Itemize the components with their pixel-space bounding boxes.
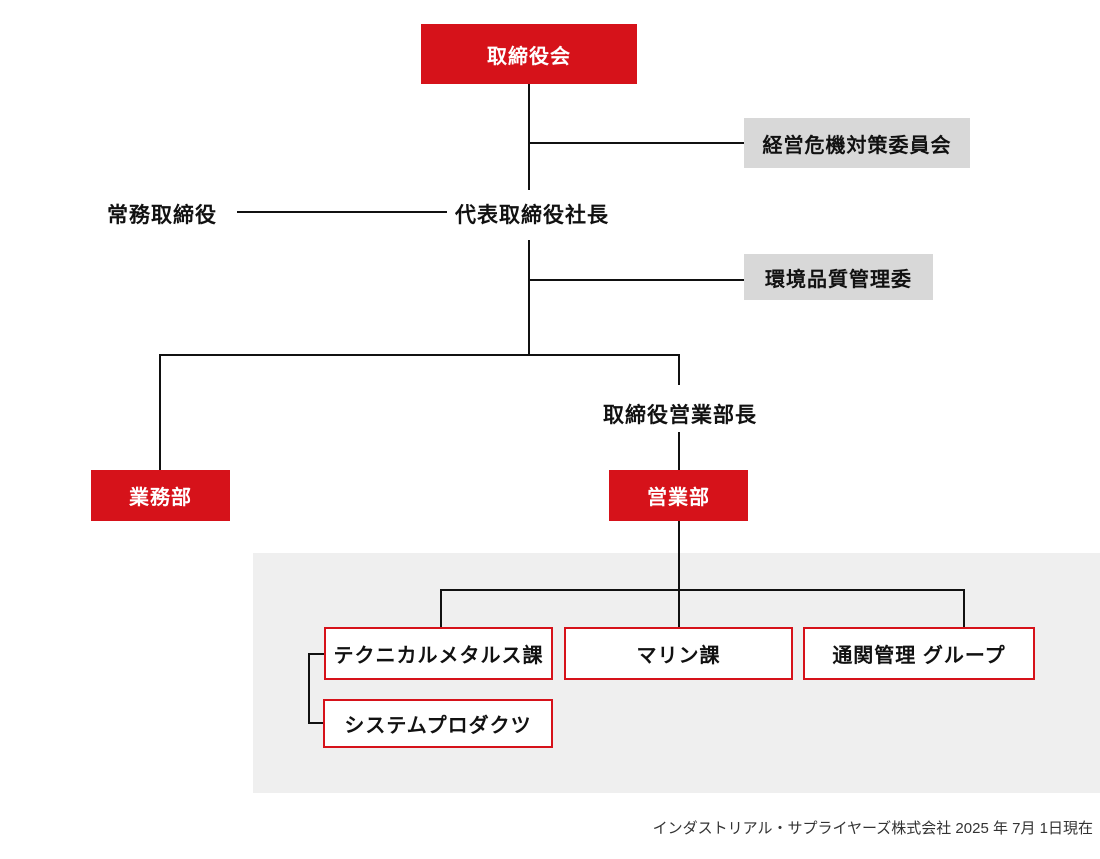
node-marine-section: マリン課 [564,627,793,680]
connector-branch-env-quality [528,279,744,281]
node-customs-group: 通関管理 グループ [803,627,1035,680]
connector-president-trunk [528,240,530,354]
node-sales-dept: 営業部 [609,470,748,521]
connector-managing-director-to-president [237,211,447,213]
connector-system-products-stub-bottom [308,722,323,724]
connector-system-products-stub-top [308,653,324,655]
connector-to-sales-director [678,354,680,385]
connector-departments-horizontal [159,354,679,356]
node-marine-label: マリン課 [636,645,721,667]
node-env-quality-label: 環境品質管理委 [765,268,912,291]
footer-caption: インダストリアル・サプライヤーズ株式会社 2025 年 7月 1日現在 [652,820,1093,837]
connector-sections-horizontal [440,589,963,591]
node-env-quality-committee: 環境品質管理委 [744,254,933,300]
connector-sales-dept-down [678,521,680,627]
node-crisis-committee-label: 経営危機対策委員会 [762,134,952,157]
node-customs-group-label: 通関管理 グループ [832,645,1006,667]
connector-to-operations-dept [159,354,161,470]
label-president: 代表取締役社長 [455,204,609,227]
node-system-products: システムプロダクツ [323,699,553,748]
node-board-label: 取締役会 [487,45,571,68]
node-operations-dept-label: 業務部 [129,487,192,509]
connector-branch-crisis-committee [528,142,744,144]
node-technical-metals-label: テクニカルメタルス課 [333,645,544,667]
connector-to-technical-metals [440,589,442,627]
connector-to-customs-group [963,589,965,627]
label-managing-director: 常務取締役 [107,204,217,227]
connector-sales-director-to-sales-dept [678,432,680,470]
connector-board-to-president [528,84,530,190]
node-board-of-directors: 取締役会 [421,24,637,84]
node-sales-dept-label: 営業部 [647,487,710,509]
node-technical-metals-section: テクニカルメタルス課 [324,627,553,680]
connector-system-products-vertical [308,653,310,723]
node-system-products-label: システムプロダクツ [344,715,532,737]
label-sales-director: 取締役営業部長 [603,404,757,427]
node-crisis-committee: 経営危機対策委員会 [744,118,970,168]
node-operations-dept: 業務部 [91,470,230,521]
